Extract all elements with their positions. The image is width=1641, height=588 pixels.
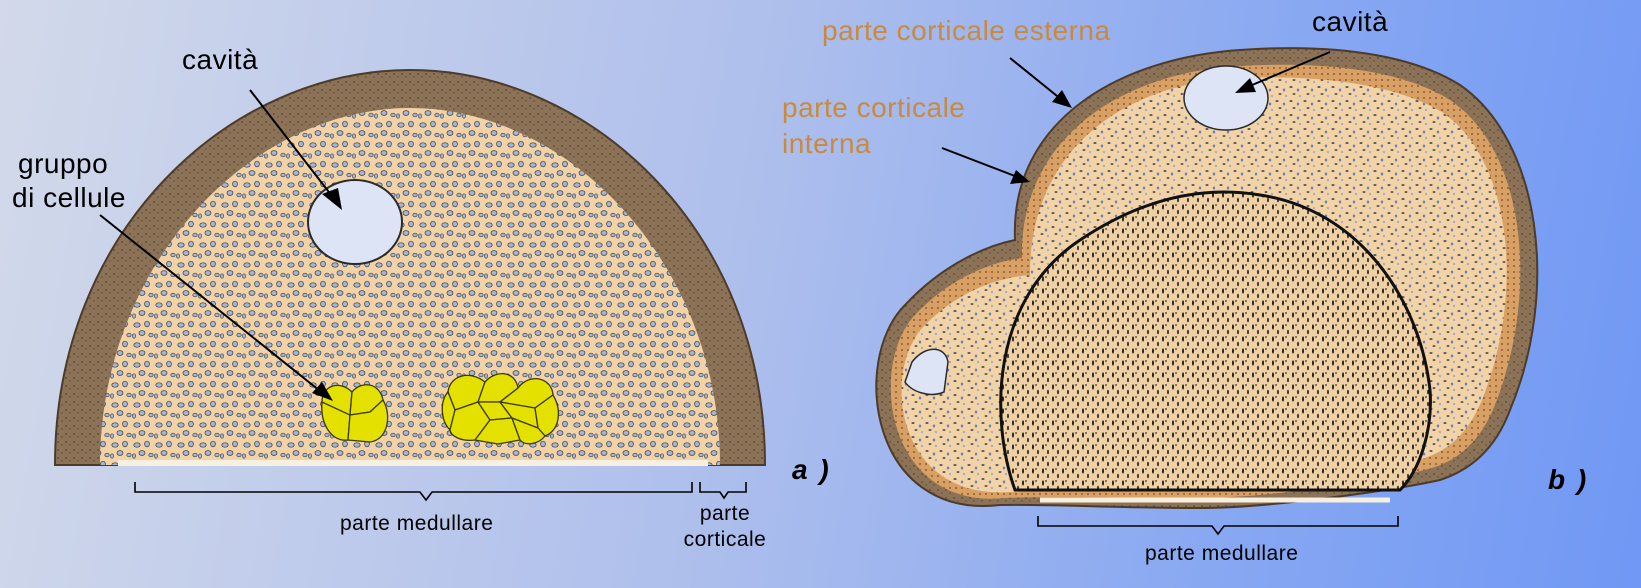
panel-b-section — [876, 48, 1537, 534]
panel-a-cell-group-right — [442, 374, 558, 444]
panel-b-outer-cortex-arrow — [1010, 58, 1062, 100]
panel-b-inner-cortex-label-line2: interna — [782, 128, 871, 160]
panel-a-medulla-label: parte medullare — [340, 512, 493, 536]
panel-b-medulla-label: parte medullare — [1145, 542, 1298, 566]
panel-a-cortex-brace — [700, 482, 746, 498]
panel-a-cortex-label-line2: corticale — [675, 528, 775, 552]
panel-b-medulla-brace — [1038, 516, 1398, 534]
panel-a-cortex-label-line1: parte — [690, 502, 760, 526]
panel-b-outer-cortex-arrowhead — [1052, 90, 1072, 108]
panel-a-tag: a ) — [792, 454, 831, 486]
panel-b-inner-cortex-arrow — [942, 148, 1020, 178]
panel-a-medulla-brace — [135, 482, 692, 500]
panel-a-section — [55, 70, 765, 500]
panel-b-cavity-label: cavità — [1312, 6, 1388, 38]
panel-a-cell-group-label-line2: di cellule — [12, 182, 126, 214]
panel-a-cavity-label: cavità — [182, 44, 258, 76]
panel-b-tag: b ) — [1548, 464, 1588, 496]
panel-a-cavity — [308, 180, 402, 264]
panel-a-cell-group-left — [322, 385, 388, 442]
panel-a-cell-group-label-line1: gruppo — [18, 148, 108, 180]
panel-b-cavity-top — [1184, 66, 1268, 130]
panel-a-cut-edge — [118, 460, 708, 466]
panel-b-inner-cortex-label-line1: parte corticale — [782, 92, 965, 124]
panel-b-outer-cortex-label: parte corticale esterna — [822, 15, 1111, 47]
